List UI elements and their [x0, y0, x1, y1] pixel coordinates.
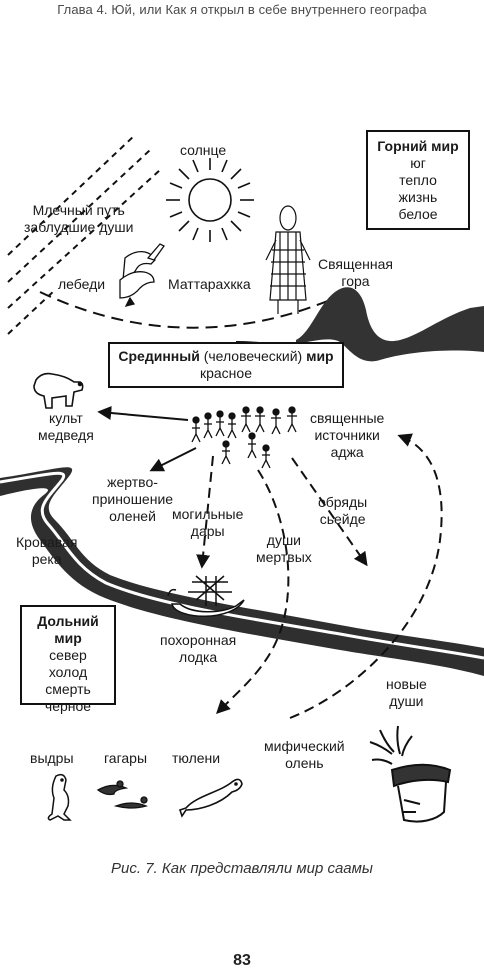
reindeer-sacrifice-label-line3: оленей: [109, 508, 156, 524]
figure-caption: Рис. 7. Как представляли мир саамы: [111, 860, 373, 877]
swans-label: лебеди: [58, 276, 106, 292]
chapter-header: Глава 4. Юй, или Как я открыл в себе вну…: [57, 2, 427, 17]
lower-world-item: смерть: [45, 681, 91, 697]
bear-cult-label: культ медведя: [38, 410, 94, 444]
mythical-deer-label: мифический олень: [264, 738, 345, 772]
sacred-springs-label-line1: священные: [310, 410, 385, 426]
blood-river-label: Кровавая река: [16, 534, 77, 568]
sacred-mountain-label: Священная гора: [318, 256, 393, 290]
seide-rites-label-line1: обряды: [318, 494, 368, 510]
sun-icon: [166, 158, 254, 242]
lower-world-item: холод: [48, 664, 88, 680]
loons-label: гагары: [104, 750, 148, 766]
blood-river-label-line2: река: [31, 551, 62, 567]
middle-world-title-1: Срединный: [118, 348, 200, 364]
blood-river-label-line1: Кровавая: [16, 534, 78, 550]
blood-river: [0, 467, 484, 676]
sacred-mountain-label-line1: Священная: [318, 256, 393, 272]
lower-world-item: север: [49, 647, 87, 663]
mythical-deer-icon: [369, 725, 452, 823]
seide-rites-label-line2: сьейде: [319, 511, 366, 527]
seide-rites-label: обряды сьейде: [318, 494, 367, 528]
lower-world-item: черное: [44, 698, 92, 714]
people-group-icon: [191, 406, 297, 469]
upper-world-title: Горний мир: [377, 138, 459, 154]
swans-icon: [119, 243, 165, 307]
grave-gifts-label: могильные дары: [172, 506, 243, 540]
loons-icon: [96, 780, 148, 809]
souls-of-dead-label-line2: мертвых: [256, 549, 312, 565]
middle-world-title-2: (человеческий): [203, 348, 303, 364]
reindeer-sacrifice-label-line2: приношение: [92, 491, 174, 507]
arrow-to-sacrifice: [149, 447, 197, 472]
lower-world-box: Дольний мир север холод смерть черное: [20, 605, 116, 714]
mythical-deer-label-line2: олень: [285, 755, 324, 771]
sacred-springs-label: священные источники аджа: [310, 410, 384, 461]
new-souls-loop: [289, 433, 443, 719]
new-souls-label-line1: новые: [386, 676, 427, 692]
page-number: 83: [233, 952, 251, 969]
funeral-boat-icon: [167, 575, 245, 617]
grave-gifts-label-line1: могильные: [172, 506, 244, 522]
seal-icon: [178, 778, 243, 818]
milky-way-label-line2: заблудшие души: [24, 219, 134, 235]
souls-of-dead-label-line1: души: [266, 532, 302, 548]
funeral-boat-label-line1: похоронная: [160, 632, 237, 648]
seals-label: тюлени: [172, 750, 221, 766]
bear-cult-label-line2: медведя: [38, 427, 94, 443]
otters-label: выдры: [30, 750, 74, 766]
middle-world-box: Срединный (человеческий) мир красное: [108, 342, 344, 388]
upper-world-item: жизнь: [398, 189, 438, 205]
bear-cult-label-line1: культ: [49, 410, 83, 426]
upper-world-item: юг: [410, 155, 426, 171]
upper-world-box: Горний мир юг тепло жизнь белое: [366, 130, 470, 230]
arrow-to-boat: [196, 455, 214, 569]
sky-boundary-line: [39, 291, 331, 329]
sacred-springs-label-line2: источники: [314, 427, 380, 443]
otter-icon: [47, 773, 72, 821]
funeral-boat-label: похоронная лодка: [160, 632, 236, 666]
reindeer-sacrifice-label: жертво- приношение оленей: [92, 474, 173, 525]
souls-of-dead-label: души мертвых: [256, 532, 312, 566]
milky-way-label-line1: Млечный путь: [32, 202, 125, 218]
new-souls-label: новые души: [386, 676, 427, 710]
arrow-to-bear-cult: [97, 406, 189, 421]
sacred-springs-label-line3: аджа: [330, 444, 364, 460]
new-souls-label-line2: души: [389, 693, 424, 709]
reindeer-sacrifice-label-line1: жертво-: [107, 474, 158, 490]
sun-label: солнце: [180, 142, 227, 158]
middle-world-subtitle: красное: [199, 365, 252, 381]
funeral-boat-label-line2: лодка: [179, 649, 218, 665]
mattarahkka-icon: [265, 205, 311, 314]
upper-world-item: белое: [398, 206, 438, 222]
sacred-mountain-label-line2: гора: [341, 273, 370, 289]
milky-way-lines: [7, 134, 161, 335]
middle-world-title-3: мир: [306, 348, 334, 364]
grave-gifts-label-line2: дары: [190, 523, 225, 539]
milky-way-label: Млечный путь заблудшие души: [24, 202, 133, 236]
mattarahkka-label: Маттарахкка: [168, 276, 251, 292]
bear-icon: [33, 372, 84, 409]
arrow-to-seide: [291, 457, 368, 567]
mythical-deer-label-line1: мифический: [264, 738, 345, 754]
lower-world-title: Дольний мир: [37, 613, 99, 646]
upper-world-item: тепло: [399, 172, 437, 188]
